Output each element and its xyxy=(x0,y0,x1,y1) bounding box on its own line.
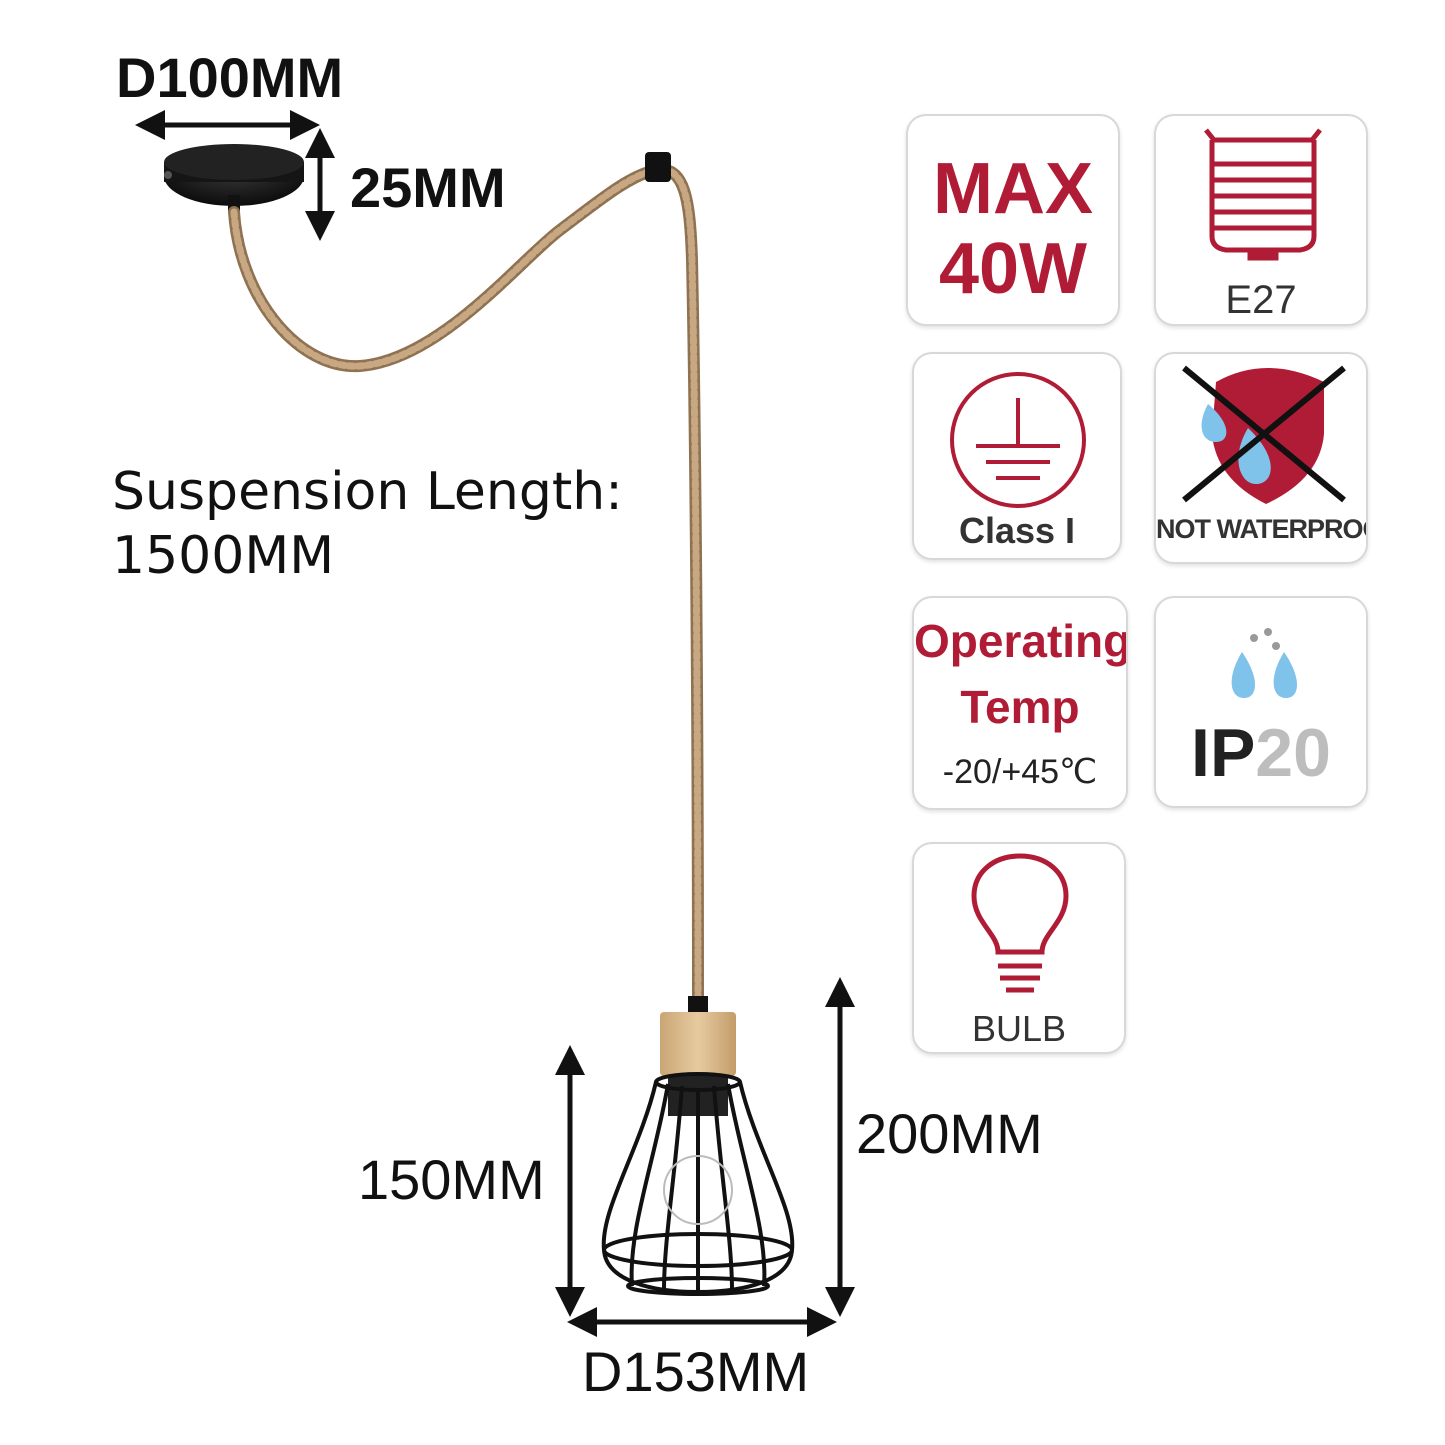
max-wattage-badge: MAX 40W xyxy=(906,114,1120,326)
suspension-length-label: Suspension Length: xyxy=(112,462,623,522)
bulb-icon xyxy=(971,853,1069,993)
bulb-badge: BULB xyxy=(912,842,1126,1054)
total-height-label: 200MM xyxy=(856,1102,1043,1165)
suspension-length-value: 1500MM xyxy=(112,526,335,586)
temp-range: -20/+45℃ xyxy=(942,753,1098,791)
temp-label: Temp xyxy=(960,681,1080,733)
max-label: MAX xyxy=(933,149,1093,229)
wattage-value: 40W xyxy=(938,229,1088,309)
rope-cable xyxy=(228,152,704,1006)
water-drops-icon xyxy=(1231,628,1297,698)
canopy-height-label: 25MM xyxy=(350,156,506,219)
operating-temp-badge: Operating Temp -20/+45℃ xyxy=(912,596,1128,810)
earth-ground-icon xyxy=(950,372,1086,508)
ip-prefix: IP xyxy=(1191,715,1256,791)
e27-socket-icon xyxy=(1204,128,1322,261)
class-label: Class I xyxy=(958,510,1076,551)
ip-rating-text: IP20 xyxy=(1156,714,1366,792)
ip-number: 20 xyxy=(1255,715,1331,791)
class-badge: Class I xyxy=(912,352,1122,560)
ip-rating-badge: IP20 xyxy=(1154,596,1368,808)
waterproof-badge: NOT WATERPROOF xyxy=(1154,352,1368,564)
ceiling-canopy xyxy=(164,144,304,213)
lamp-holder xyxy=(660,996,736,1076)
waterproof-label: NOT WATERPROOF xyxy=(1156,514,1366,544)
cage-shade xyxy=(601,1072,795,1296)
suspension-length: Suspension Length: 1500MM xyxy=(112,460,623,588)
bulb-label: BULB xyxy=(971,1008,1067,1049)
not-waterproof-icon xyxy=(1182,365,1346,504)
socket-badge: E27 xyxy=(1154,114,1368,326)
shade-diameter-label: D153MM xyxy=(582,1340,810,1403)
shade-height-label: 150MM xyxy=(358,1148,545,1211)
operating-label: Operating xyxy=(914,615,1128,667)
canopy-diameter-label: D100MM xyxy=(116,46,344,109)
socket-label: E27 xyxy=(1225,278,1297,322)
